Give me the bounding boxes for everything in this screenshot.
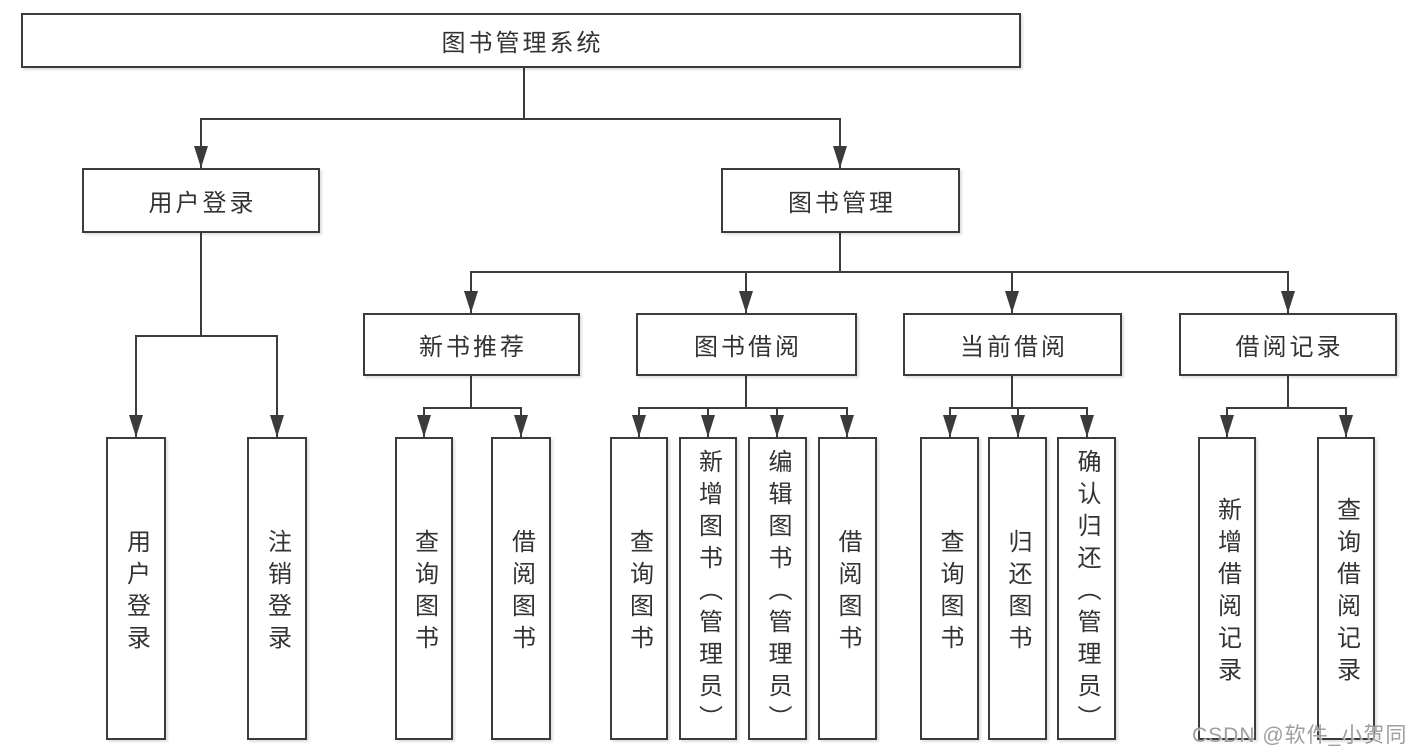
leaf-add-book-admin-label: 新增图书（管理员）: [694, 448, 722, 737]
leaf-query-borrow-record-label: 查询借阅记录: [1332, 496, 1360, 689]
arrow-down-icon: [1005, 291, 1019, 313]
leaf-logout-label: 注销登录: [263, 528, 291, 657]
node-book-management-label: 图书管理: [788, 190, 896, 217]
leaf-add-book-admin: 新增图书（管理员）: [679, 437, 737, 740]
arrow-down-icon: [194, 146, 208, 168]
leaf-query-borrow-record: 查询借阅记录: [1317, 437, 1375, 740]
arrow-down-icon: [1281, 291, 1295, 313]
leaf-edit-book-admin-label: 编辑图书（管理员）: [764, 448, 791, 737]
connector-line: [839, 233, 841, 273]
leaf-recommend-borrow-book-label: 借阅图书: [507, 528, 535, 657]
node-new-book-recommend: 新书推荐: [363, 313, 580, 376]
leaf-user-login: 用户登录: [106, 437, 166, 740]
connector-line: [839, 119, 841, 168]
leaf-confirm-return-admin: 确认归还（管理员）: [1057, 437, 1116, 740]
leaf-borrow-book: 借阅图书: [818, 437, 877, 740]
node-borrow-records: 借阅记录: [1179, 313, 1397, 376]
leaf-recommend-query-book: 查询图书: [395, 437, 453, 740]
connector-line: [200, 119, 202, 168]
arrow-down-icon: [840, 415, 854, 437]
leaf-edit-book-admin: 编辑图书（管理员）: [748, 437, 807, 740]
connector-line: [745, 376, 747, 409]
arrow-down-icon: [514, 415, 528, 437]
node-new-book-recommend-label: 新书推荐: [419, 334, 527, 361]
leaf-user-login-label: 用户登录: [122, 528, 150, 657]
node-root-label: 图书管理系统: [441, 30, 604, 57]
arrow-down-icon: [270, 415, 284, 437]
node-book-borrow: 图书借阅: [636, 313, 857, 376]
node-root: 图书管理系统: [21, 13, 1021, 68]
leaf-return-book-label: 归还图书: [1004, 528, 1031, 657]
leaf-return-book: 归还图书: [988, 437, 1047, 740]
arrow-down-icon: [129, 415, 143, 437]
arrow-down-icon: [833, 146, 847, 168]
arrow-down-icon: [464, 291, 478, 313]
arrow-down-icon: [770, 415, 784, 437]
node-user-login-label: 用户登录: [148, 190, 257, 217]
arrow-down-icon: [739, 291, 753, 313]
connector-line: [200, 233, 202, 337]
leaf-borrow-query-book: 查询图书: [610, 437, 668, 740]
connector-line: [638, 407, 848, 409]
leaf-logout: 注销登录: [247, 437, 307, 740]
arrow-down-icon: [943, 415, 957, 437]
node-current-borrow: 当前借阅: [903, 313, 1122, 376]
connector-line: [200, 118, 841, 120]
node-user-login: 用户登录: [82, 168, 320, 233]
arrow-down-icon: [1080, 415, 1094, 437]
leaf-recommend-query-book-label: 查询图书: [410, 528, 438, 657]
arrow-down-icon: [1220, 415, 1234, 437]
leaf-confirm-return-admin-label: 确认归还（管理员）: [1073, 448, 1100, 737]
leaf-borrow-query-book-label: 查询图书: [625, 528, 653, 657]
arrow-down-icon: [701, 415, 715, 437]
connector-line: [423, 407, 522, 409]
leaf-add-borrow-record: 新增借阅记录: [1198, 437, 1256, 740]
arrow-down-icon: [417, 415, 431, 437]
csdn-watermark: CSDN @软件_小贺同学: [1192, 724, 1405, 747]
connector-line: [1226, 407, 1347, 409]
connector-line: [135, 335, 278, 337]
connector-line: [470, 376, 472, 409]
leaf-add-borrow-record-label: 新增借阅记录: [1213, 496, 1241, 689]
connector-line: [1287, 376, 1289, 409]
arrow-down-icon: [1339, 415, 1353, 437]
node-book-borrow-label: 图书借阅: [694, 334, 802, 361]
connector-line: [523, 68, 525, 120]
arrow-down-icon: [1011, 415, 1025, 437]
node-borrow-records-label: 借阅记录: [1235, 334, 1344, 361]
node-current-borrow-label: 当前借阅: [960, 334, 1068, 361]
connector-line: [1011, 376, 1013, 409]
connector-line: [470, 271, 1289, 273]
leaf-current-query-book: 查询图书: [920, 437, 979, 740]
leaf-recommend-borrow-book: 借阅图书: [491, 437, 551, 740]
node-book-management: 图书管理: [721, 168, 960, 233]
leaf-current-query-book-label: 查询图书: [936, 528, 963, 657]
connector-line: [135, 336, 137, 437]
leaf-borrow-book-label: 借阅图书: [834, 528, 861, 657]
arrow-down-icon: [632, 415, 646, 437]
connector-line: [276, 336, 278, 437]
